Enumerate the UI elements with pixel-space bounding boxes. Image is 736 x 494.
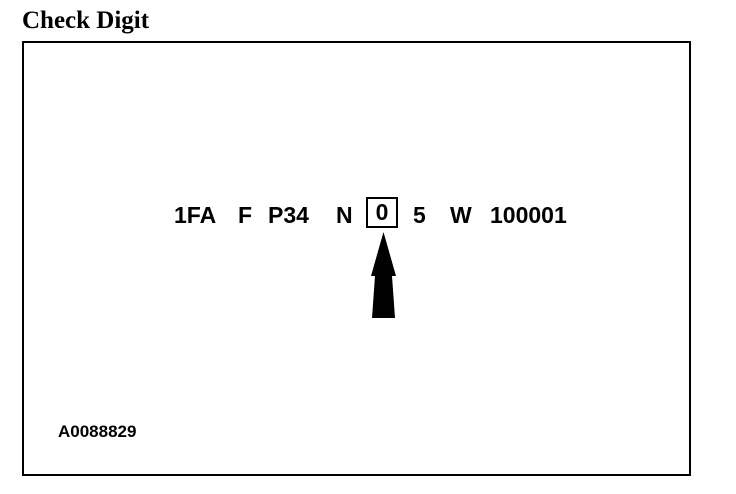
- diagram-frame: [22, 41, 691, 476]
- vin-segment-restraint: F: [238, 202, 253, 228]
- vin-segment-engine: N: [336, 202, 353, 228]
- up-arrow-icon: [371, 232, 396, 318]
- heading: Check Digit: [22, 7, 150, 34]
- vin-segment-wmi: 1FA: [174, 202, 217, 228]
- vin-segment-line-series-body: P34: [268, 202, 309, 228]
- vin-segment-plant: W: [450, 202, 472, 228]
- vin-segment-model-year: 5: [413, 202, 426, 228]
- check-digit-box: 0: [366, 197, 398, 228]
- figure-id: A0088829: [58, 422, 137, 441]
- vin-segment-serial: 100001: [490, 202, 567, 228]
